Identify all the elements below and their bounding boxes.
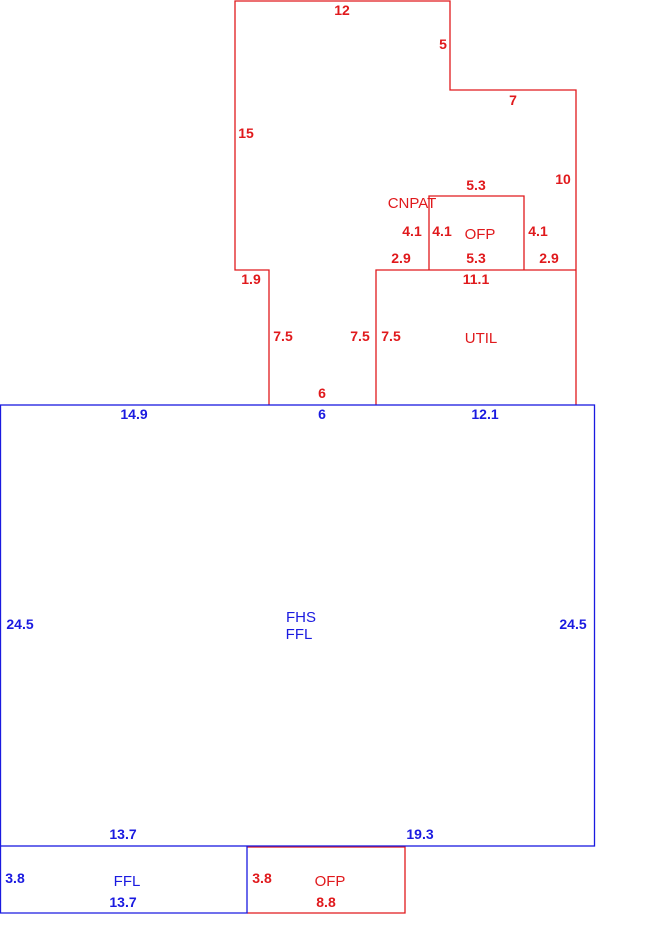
- area-label-fhs: FHS: [286, 609, 316, 626]
- dim-ofp-upper-bottom: 5.3: [466, 250, 486, 266]
- dim-cnpat-top: 12: [334, 2, 350, 18]
- cnpat-outline: [234, 0, 577, 405]
- dim-util-top: 11.1: [463, 271, 490, 287]
- dim-cnpat-lower-left: 7.5: [273, 328, 293, 344]
- fhs-outline: [0, 404, 596, 847]
- area-label-ofp-lower: OFP: [315, 873, 346, 890]
- dim-fhs-top-left: 14.9: [120, 406, 147, 422]
- dim-ofp-upper-left-outer: 4.1: [402, 223, 422, 239]
- util-outline: [375, 269, 576, 405]
- dim-cnpat-left: 15: [238, 125, 254, 141]
- dim-ofp-upper-left-inner: 4.1: [432, 223, 452, 239]
- dim-ofp-lower-bottom: 8.8: [316, 894, 336, 910]
- dim-fhs-bottom-left: 13.7: [109, 826, 136, 842]
- dim-ofp-upper-right: 4.1: [528, 223, 548, 239]
- dim-cnpat-right: 10: [555, 171, 571, 187]
- dim-fhs-top-middle: 6: [318, 406, 326, 422]
- ofp-upper-outline: [428, 195, 525, 270]
- red-labels: 12 5 7 15 10 5.3 CNPAT 4.1 4.1 OFP 4.1 2…: [238, 2, 571, 910]
- dim-ffl-lower-left: 3.8: [5, 870, 25, 886]
- red-outlines: [234, 0, 577, 914]
- dim-fhs-right: 24.5: [559, 616, 586, 632]
- blue-outlines: [0, 404, 596, 914]
- dim-ofp-upper-top: 5.3: [466, 177, 486, 193]
- dim-cnpat-ledge-right: 2.9: [539, 250, 559, 266]
- dim-cnpat-ledge-left: 2.9: [391, 250, 411, 266]
- dim-cnpat-bottom: 6: [318, 385, 326, 401]
- dim-ffl-lower-bottom: 13.7: [109, 894, 136, 910]
- dim-cnpat-notch-horizontal: 7: [509, 92, 517, 108]
- dim-util-left-inner: 7.5: [381, 328, 401, 344]
- ffl-lower-outline: [0, 846, 248, 914]
- dim-util-left-outer: 7.5: [350, 328, 370, 344]
- area-label-util: UTIL: [465, 330, 498, 347]
- area-label-cnpat: CNPAT: [388, 195, 437, 212]
- dim-fhs-left: 24.5: [6, 616, 33, 632]
- dim-cnpat-step: 1.9: [241, 271, 261, 287]
- dim-fhs-top-right: 12.1: [471, 406, 498, 422]
- dim-ofp-lower-left: 3.8: [252, 870, 272, 886]
- dim-fhs-bottom-right: 19.3: [406, 826, 433, 842]
- ofp-lower-outline: [247, 846, 406, 914]
- blue-labels: 14.9 6 12.1 FHS FFL 24.5 24.5 13.7 19.3 …: [5, 406, 587, 910]
- area-label-ofp-upper: OFP: [465, 226, 496, 243]
- area-label-ffl-lower: FFL: [114, 873, 141, 890]
- dim-cnpat-notch-vertical: 5: [439, 36, 447, 52]
- area-label-ffl-main: FFL: [286, 626, 313, 643]
